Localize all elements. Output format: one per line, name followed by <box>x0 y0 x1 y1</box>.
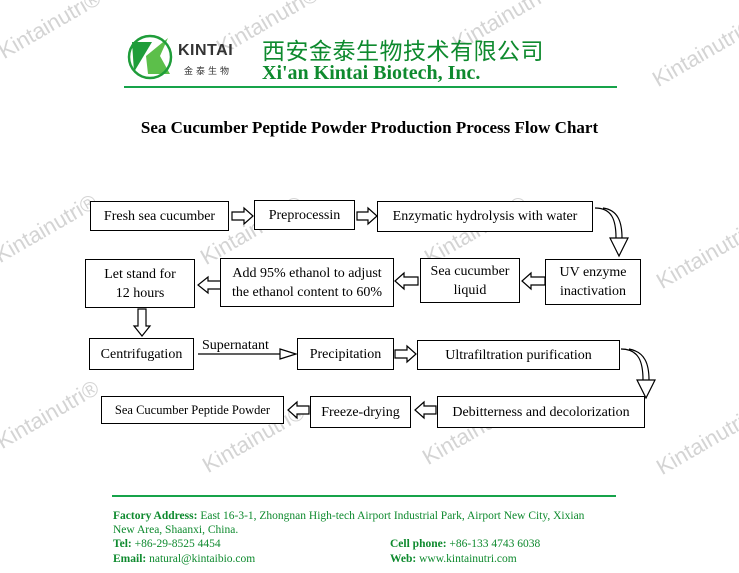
arrow-right <box>231 206 254 226</box>
step-fresh-sea-cucumber: Fresh sea cucumber <box>90 201 229 231</box>
step-final-product: Sea Cucumber Peptide Powder <box>101 396 284 424</box>
arrow-left <box>414 400 437 420</box>
logo-brand-cn: 金泰生物 <box>184 67 233 77</box>
web-label: Web: <box>390 553 417 565</box>
step-sea-cucumber-liquid: Sea cucumber liquid <box>420 258 520 303</box>
step-freeze-drying: Freeze-drying <box>310 396 411 428</box>
step-precipitation: Precipitation <box>297 338 394 370</box>
company-name-en: Xi'an Kintai Biotech, Inc. <box>262 62 481 84</box>
arrow-down <box>132 308 152 337</box>
step-debitterness: Debitterness and decolorization <box>437 396 645 428</box>
step-preprocessing: Preprocessin <box>254 200 355 230</box>
step-add-ethanol: Add 95% ethanol to adjust the ethanol co… <box>220 258 394 307</box>
arrow-right <box>279 348 299 360</box>
arrow-left <box>394 271 419 291</box>
kintai-logo-icon <box>127 34 173 80</box>
arrow-left <box>197 275 223 295</box>
tel-value: +86-29-8525 4454 <box>134 538 221 550</box>
supernatant-label: Supernatant <box>202 338 269 353</box>
arrow-right <box>356 206 378 226</box>
factory-label: Factory Address: <box>113 510 198 522</box>
curved-arrow <box>620 348 650 381</box>
step-ultrafiltration: Ultrafiltration purification <box>417 340 620 370</box>
cell-value: +86-133 4743 6038 <box>449 538 541 550</box>
web-value[interactable]: www.kintainutri.com <box>419 553 517 565</box>
step-centrifugation: Centrifugation <box>89 338 194 370</box>
footer-web: Web: www.kintainutri.com <box>390 552 517 566</box>
cell-label: Cell phone: <box>390 538 447 550</box>
footer-tel: Tel: +86-29-8525 4454 <box>113 537 221 551</box>
step-enzymatic-hydrolysis: Enzymatic hydrolysis with water <box>377 201 593 232</box>
arrow-left <box>521 271 546 291</box>
footer-address: Factory Address: East 16-3-1, Zhongnan H… <box>113 509 633 537</box>
header-rule <box>124 86 617 88</box>
email-value[interactable]: natural@kintaibio.com <box>149 553 256 565</box>
page-title: Sea Cucumber Peptide Powder Production P… <box>140 118 599 137</box>
footer-cell: Cell phone: +86-133 4743 6038 <box>390 537 540 551</box>
curved-arrow <box>594 207 623 239</box>
email-label: Email: <box>113 553 147 565</box>
arrow-right <box>394 344 417 364</box>
step-let-stand: Let stand for 12 hours <box>85 259 195 308</box>
step-uv-enzyme-inactivation: UV enzyme inactivation <box>545 259 641 305</box>
factory-value-line2: New Area, Shaanxi, China. <box>113 524 239 536</box>
company-name-cn: 西安金泰生物技术有限公司 <box>262 39 544 65</box>
footer-email: Email: natural@kintaibio.com <box>113 552 255 566</box>
arrow-left <box>287 400 310 420</box>
tel-label: Tel: <box>113 538 132 550</box>
logo-brand-text: KINTAI <box>178 42 234 59</box>
factory-value: East 16-3-1, Zhongnan High-tech Airport … <box>200 510 585 522</box>
